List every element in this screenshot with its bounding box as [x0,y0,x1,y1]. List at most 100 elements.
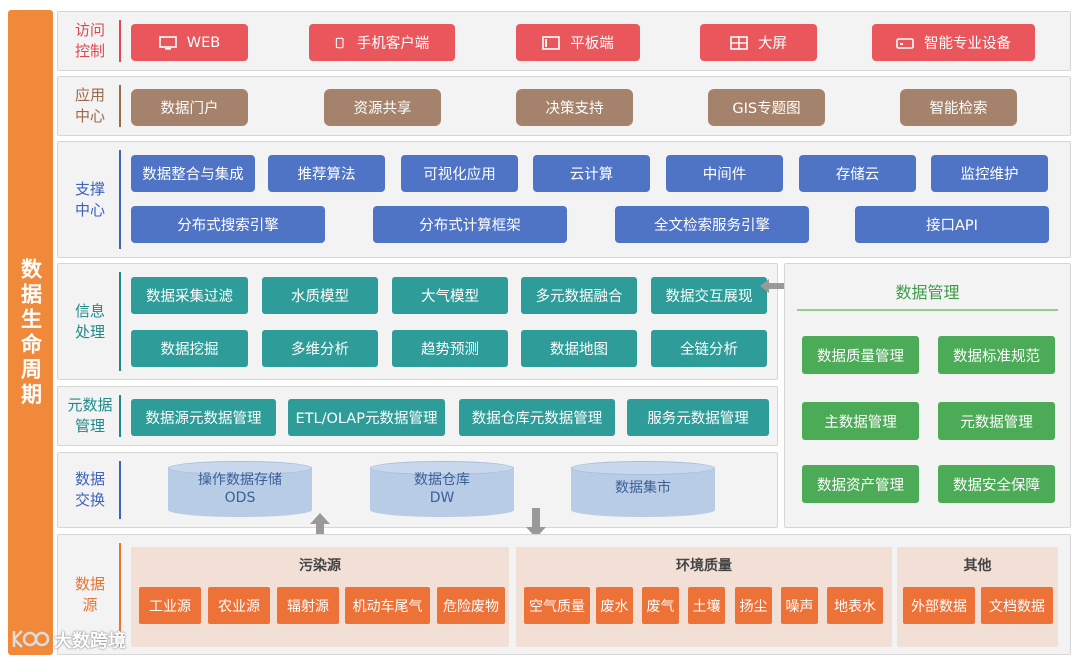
info-item[interactable]: 数据挖掘 [131,330,248,367]
metadata-item[interactable]: 数据源元数据管理 [131,399,276,436]
source-item[interactable]: 文档数据 [981,587,1053,624]
source-item[interactable]: 地表水 [827,587,883,624]
divider [119,150,121,249]
divider [119,543,121,646]
source-item[interactable]: 工业源 [139,587,201,624]
info-item[interactable]: 趋势预测 [392,330,508,367]
ods-cylinder[interactable]: 操作数据存储 ODS [168,461,312,517]
app-decision-button[interactable]: 决策支持 [516,89,633,126]
row-source-label: 数据 源 [74,574,105,614]
management-item[interactable]: 数据安全保障 [938,465,1055,503]
source-item[interactable]: 土壤 [688,587,725,624]
source-group-pollution: 污染源 工业源 农业源 辐射源 机动车尾气 危险废物 [131,547,509,647]
divider [119,85,121,127]
access-item-label: 手机客户端 [356,36,430,52]
info-item[interactable]: 多元数据融合 [521,277,637,314]
data-management-title: 数据管理 [895,283,960,302]
row-exchange: 数据 交换 操作数据存储 ODS 数据仓库 DW 数据集市 [57,452,778,528]
metadata-item[interactable]: ETL/OLAP元数据管理 [288,399,445,436]
info-item[interactable]: 数据采集过滤 [131,277,248,314]
source-item[interactable]: 危险废物 [437,587,505,624]
divider [797,309,1058,311]
support-item[interactable]: 云计算 [533,155,650,192]
row-info-label: 信息 处理 [74,301,105,341]
lifecycle-label: 数据生命周期 [18,257,43,408]
support-item[interactable]: 分布式搜索引擎 [131,206,325,243]
divider [119,272,121,371]
support-item[interactable]: 存储云 [799,155,916,192]
management-item[interactable]: 数据标准规范 [938,336,1055,374]
metadata-item[interactable]: 数据仓库元数据管理 [459,399,615,436]
support-item[interactable]: 推荐算法 [268,155,385,192]
lifecycle-bar: 数据生命周期 [8,10,53,655]
ods-label: 操作数据存储 ODS [198,472,282,506]
monitor-icon [158,35,177,50]
access-tablet-button[interactable]: 平板端 [516,24,640,61]
support-item[interactable]: 数据整合与集成 [131,155,255,192]
device-icon [896,37,914,49]
divider [119,461,121,519]
access-mobile-button[interactable]: 手机客户端 [309,24,455,61]
management-item[interactable]: 数据资产管理 [802,465,919,503]
row-support: 支撑 中心 数据整合与集成 推荐算法 可视化应用 云计算 中间件 存储云 监控维… [57,141,1071,258]
access-device-button[interactable]: 智能专业设备 [872,24,1035,61]
source-item[interactable]: 空气质量 [524,587,590,624]
row-application-label: 应用 中心 [74,86,105,125]
info-item[interactable]: 全链分析 [651,330,767,367]
logo-icon [12,630,50,648]
source-item[interactable]: 废气 [642,587,679,624]
support-item[interactable]: 监控维护 [931,155,1048,192]
double-arrow-icon [760,279,802,293]
row-support-label: 支撑 中心 [74,179,105,219]
arrow-down-icon [526,508,546,538]
info-item[interactable]: 数据地图 [521,330,637,367]
app-search-button[interactable]: 智能检索 [900,89,1017,126]
access-item-label: WEB [186,34,221,51]
source-item[interactable]: 外部数据 [903,587,975,624]
row-metadata-label: 元数据 管理 [67,396,113,435]
support-item[interactable]: 全文检索服务引擎 [615,206,809,243]
info-item[interactable]: 多维分析 [262,330,378,367]
arrow-up-icon [310,513,330,543]
tablet-icon [542,35,561,50]
row-access-label: 访问 控制 [74,21,105,60]
source-item[interactable]: 噪声 [781,587,818,624]
watermark: 大数跨境 [10,627,126,653]
support-item[interactable]: 中间件 [666,155,783,192]
app-gis-button[interactable]: GIS专题图 [708,89,825,126]
info-item[interactable]: 数据交互展现 [651,277,767,314]
source-item[interactable]: 辐射源 [277,587,339,624]
metadata-item[interactable]: 服务元数据管理 [627,399,769,436]
source-item[interactable]: 废水 [596,587,633,624]
row-access: 访问 控制 WEB 手机客户端 平板端 大屏 智能专业设备 [57,11,1071,71]
app-data-portal-button[interactable]: 数据门户 [131,89,248,126]
divider [119,395,121,437]
management-item[interactable]: 元数据管理 [938,402,1055,440]
dw-cylinder[interactable]: 数据仓库 DW [370,461,514,517]
source-group-title: 其他 [963,558,992,574]
datamart-cylinder[interactable]: 数据集市 [571,461,715,517]
access-item-label: 智能专业设备 [924,36,1011,52]
datamart-label: 数据集市 [615,480,671,496]
source-item[interactable]: 机动车尾气 [345,587,430,624]
access-item-label: 大屏 [758,36,787,52]
support-item[interactable]: 分布式计算框架 [373,206,567,243]
info-item[interactable]: 水质模型 [262,277,378,314]
source-item[interactable]: 农业源 [208,587,270,624]
support-item[interactable]: 可视化应用 [401,155,518,192]
access-web-button[interactable]: WEB [131,24,248,61]
support-item[interactable]: 接口API [855,206,1049,243]
management-item[interactable]: 数据质量管理 [802,336,919,374]
row-info: 信息 处理 数据采集过滤 水质模型 大气模型 多元数据融合 数据交互展现 数据挖… [57,263,778,380]
source-item[interactable]: 扬尘 [735,587,772,624]
info-item[interactable]: 大气模型 [392,277,508,314]
dw-label: 数据仓库 DW [414,472,470,506]
row-metadata: 元数据 管理 数据源元数据管理 ETL/OLAP元数据管理 数据仓库元数据管理 … [57,386,778,446]
source-group-environment: 环境质量 空气质量 废水 废气 土壤 扬尘 噪声 地表水 [516,547,892,647]
management-item[interactable]: 主数据管理 [802,402,919,440]
access-bigscreen-button[interactable]: 大屏 [700,24,817,61]
data-management-panel: 数据管理 数据质量管理 数据标准规范 主数据管理 元数据管理 数据资产管理 数据… [784,263,1071,528]
row-application: 应用 中心 数据门户 资源共享 决策支持 GIS专题图 智能检索 [57,76,1071,136]
row-source: 数据 源 污染源 工业源 农业源 辐射源 机动车尾气 危险废物 环境质量 空气质… [57,534,1071,655]
app-resource-share-button[interactable]: 资源共享 [324,89,441,126]
